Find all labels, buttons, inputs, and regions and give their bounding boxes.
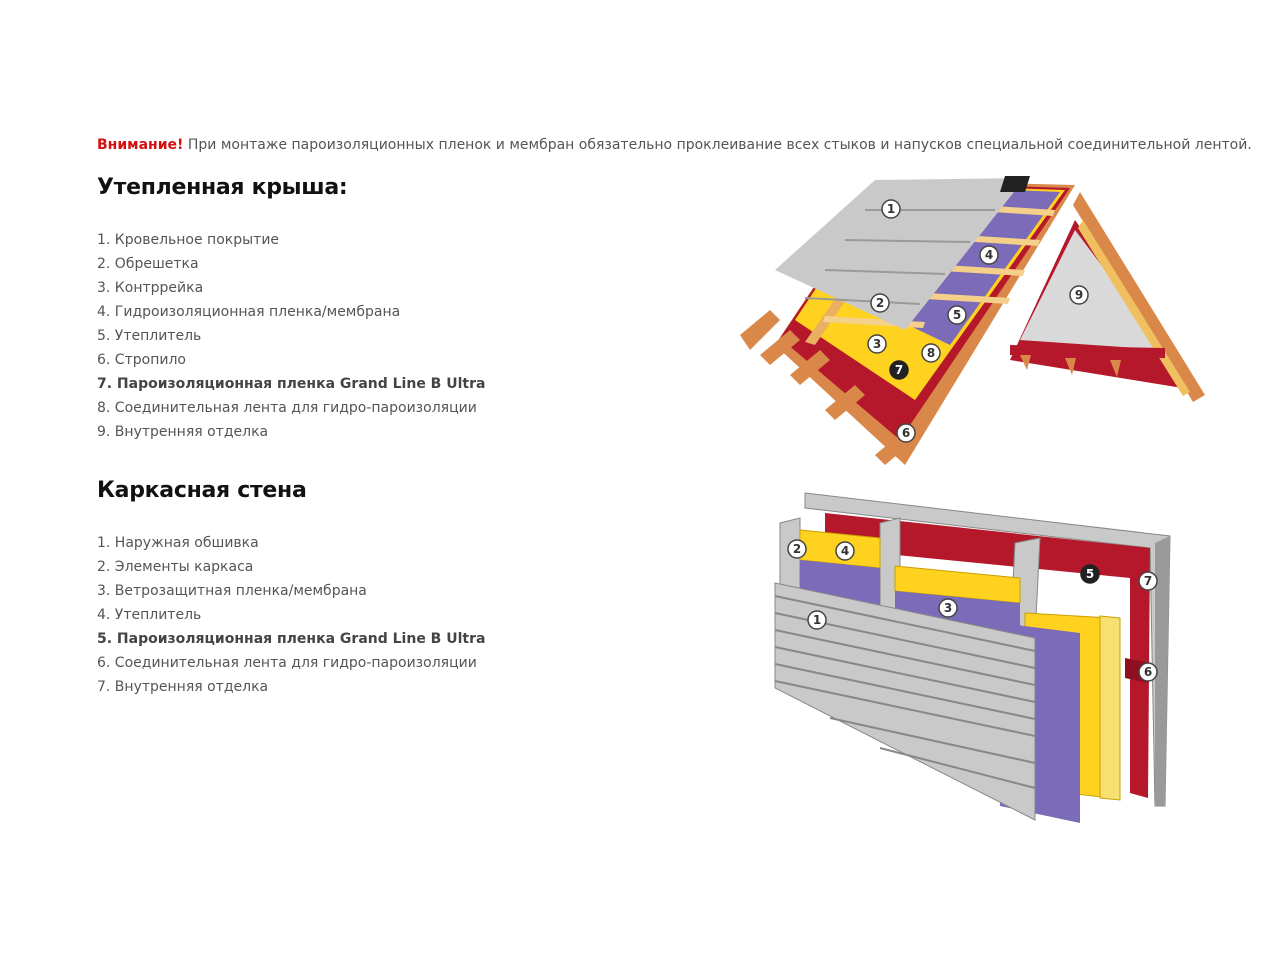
svg-text:3: 3 [944,601,952,615]
badge-7: 7 [1138,571,1158,591]
list-item: 3. Ветрозащитная пленка/мембрана [97,583,367,599]
roof-tile-layer [775,178,1025,330]
outer-cladding [774,582,1036,821]
roof-diagram: 1 2 3 4 5 6 7 8 9 [740,176,1205,465]
wall-section-title: Каркасная стена [97,478,307,503]
gable-rafter [1073,192,1205,402]
rafter-end [790,350,830,385]
badge-6: 6 [1138,662,1158,682]
badge-2: 2 [870,293,890,313]
badge-4: 4 [835,541,855,561]
svg-text:5: 5 [953,308,961,322]
list-item: 9. Внутренняя отделка [97,424,269,440]
badge-3: 3 [938,598,958,618]
ceiling-joist [1010,345,1165,358]
badge-6: 6 [896,423,916,443]
svg-text:6: 6 [902,426,910,440]
wall-layer-list: 1. Наружная обшивка 2. Элементы каркаса … [97,531,485,699]
svg-text:1: 1 [887,202,895,216]
joist-end [1110,360,1121,377]
list-item: 6. Соединительная лента для гидро-пароиз… [97,655,477,671]
list-item: 2. Элементы каркаса [97,559,254,575]
rafter-end [740,310,780,350]
svg-text:5: 5 [1086,567,1094,581]
badge-5: 5 [947,305,967,325]
svg-text:7: 7 [895,363,903,377]
svg-text:7: 7 [1144,574,1152,588]
svg-text:9: 9 [1075,288,1083,302]
list-item: 3. Контррейка [97,280,204,296]
joist-end [1065,358,1076,375]
interior-finish-area [1020,230,1165,350]
svg-text:2: 2 [793,542,801,556]
list-item: 4. Утеплитель [97,607,202,623]
ridge-cap [1000,176,1030,192]
list-item-highlighted: 5. Пароизоляционная пленка Grand Line B … [97,631,486,647]
rafter-end [825,385,865,420]
list-item: 6. Стропило [97,352,186,368]
list-item: 7. Внутренняя отделка [97,679,269,695]
svg-text:4: 4 [841,544,849,558]
badge-1: 1 [881,199,901,219]
list-item-highlighted: 7. Пароизоляционная пленка Grand Line B … [97,376,486,392]
badge-2: 2 [787,539,807,559]
roof-layer-list: 1. Кровельное покрытие 2. Обрешетка 3. К… [97,228,485,444]
svg-text:6: 6 [1144,665,1152,679]
svg-text:3: 3 [873,337,881,351]
warning-text: При монтаже пароизоляционных пленок и ме… [183,137,1252,153]
list-item: 8. Соединительная лента для гидро-пароиз… [97,400,477,416]
svg-text:1: 1 [813,613,821,627]
joist-end [1020,355,1031,370]
warning-label: Внимание! [97,137,184,153]
badge-9: 9 [1069,285,1089,305]
badge-8: 8 [921,343,941,363]
badge-4: 4 [979,245,999,265]
rafter-end [760,330,800,365]
list-item: 4. Гидроизоляционная пленка/мембрана [97,304,401,320]
badge-1: 1 [807,610,827,630]
wall-diagram: 1 2 3 4 5 6 7 [774,492,1171,823]
list-item: 5. Утеплитель [97,328,202,344]
svg-text:8: 8 [927,346,935,360]
svg-text:4: 4 [985,248,993,262]
badge-5: 5 [1080,564,1100,584]
list-item: 2. Обрешетка [97,256,199,272]
badge-7: 7 [889,360,909,380]
warning-notice: Внимание! При монтаже пароизоляционных п… [97,137,1252,153]
list-item: 1. Наружная обшивка [97,535,259,551]
roof-section-title: Утепленная крыша: [97,175,348,200]
svg-text:2: 2 [876,296,884,310]
list-item: 1. Кровельное покрытие [97,232,280,248]
badge-3: 3 [867,334,887,354]
